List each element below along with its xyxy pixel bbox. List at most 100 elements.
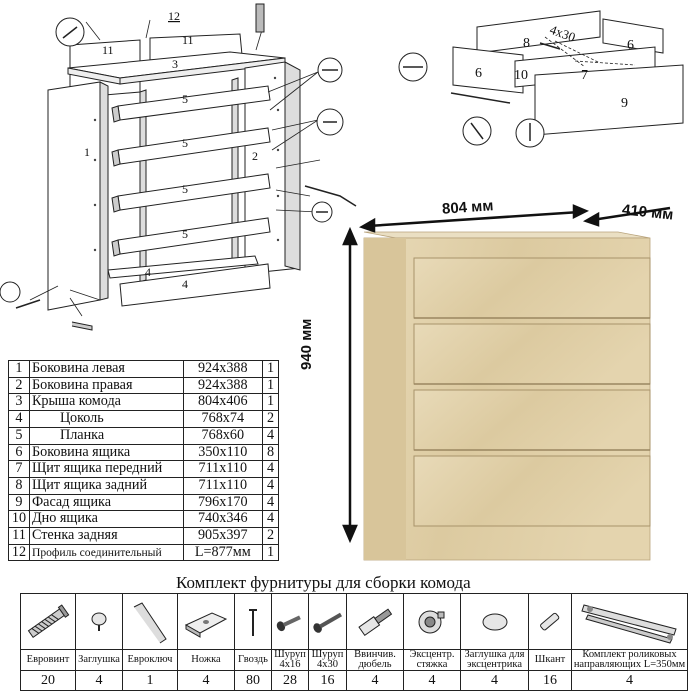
height-dimension: 940 мм <box>298 318 315 370</box>
part-name: Цоколь <box>28 410 184 428</box>
svg-text:6: 6 <box>475 66 482 81</box>
svg-text:4: 4 <box>182 277 188 291</box>
svg-text:5: 5 <box>182 227 188 241</box>
hardware-label-line: 4х30 <box>317 659 338 670</box>
hardware-label-line: Шкант <box>534 654 566 665</box>
hardware-icon-cell <box>403 593 461 650</box>
svg-text:8: 8 <box>523 36 530 51</box>
roller-guides-icon <box>572 599 687 645</box>
part-name: Боковина левая <box>28 360 184 378</box>
part-size: 350х110 <box>182 443 264 462</box>
hardware-label: Евровинт <box>20 649 76 671</box>
hardware-qty: 80 <box>234 670 272 691</box>
hardware-label-line: 4х16 <box>279 659 301 670</box>
hardware-qty: 4 <box>460 670 529 691</box>
svg-text:2: 2 <box>252 149 258 163</box>
part-number: 6 <box>8 443 30 462</box>
hardware-label: Гвоздь <box>234 649 272 671</box>
part-number: 12 <box>8 543 30 562</box>
hardware-qty: 4 <box>177 670 235 691</box>
nail-icon <box>235 604 271 640</box>
screw-small-icon <box>272 610 308 634</box>
svg-text:5: 5 <box>182 92 188 106</box>
hardware-label: Евроключ <box>122 649 178 671</box>
hardware-label-line: Евроключ <box>127 654 173 665</box>
hardware-icon-cell <box>308 593 347 650</box>
hardware-icon-cell <box>571 593 688 650</box>
part-name: Планка <box>28 426 184 445</box>
hardware-icon-cell <box>234 593 272 650</box>
svg-text:5: 5 <box>182 182 188 196</box>
hardware-label-line: Заглушка <box>78 654 120 665</box>
part-size: 711х110 <box>182 476 264 495</box>
part-qty: 1 <box>262 360 279 378</box>
hex-key-icon <box>123 599 177 645</box>
hardware-icon-cell <box>177 593 235 650</box>
hardware-qty: 4 <box>403 670 461 691</box>
hardware-qty: 4 <box>75 670 123 691</box>
part-size: 711х110 <box>182 460 264 478</box>
drawer-diagram: 8 4x30 6 6 10 7 9 <box>398 10 684 148</box>
part-size: 924х388 <box>182 360 264 378</box>
part-qty: 2 <box>262 527 279 545</box>
part-number: 9 <box>8 493 30 512</box>
hardware-qty: 1 <box>122 670 178 691</box>
hardware-label-line: Ввинчив. <box>354 649 396 660</box>
part-number: 7 <box>8 460 30 478</box>
part-size: 905х397 <box>182 527 264 545</box>
part-number: 3 <box>8 393 30 412</box>
part-qty: 2 <box>262 410 279 428</box>
hardware-qty: 4 <box>571 670 688 691</box>
part-name: Щит ящика передний <box>28 460 184 478</box>
part-size: L=877мм <box>182 543 264 562</box>
part-number: 10 <box>8 510 30 529</box>
hardware-label-line: Шуруп <box>311 649 344 660</box>
part-name: Фасад ящика <box>28 493 184 512</box>
eurovint-icon <box>21 602 75 642</box>
eccentric-cap-icon <box>461 610 528 634</box>
hardware-label: Ножка <box>177 649 235 671</box>
part-number: 1 <box>8 360 30 378</box>
hardware-label-line: направляющих L=350мм <box>573 659 686 670</box>
cap-icon <box>76 607 122 637</box>
hardware-qty: 4 <box>346 670 404 691</box>
dowel-icon <box>347 604 403 640</box>
hardware-label: Ввинчив.дюбель <box>346 649 404 671</box>
screw-large-icon <box>309 609 346 635</box>
part-name: Боковина правая <box>28 376 184 395</box>
hardware-label-line: дюбель <box>358 659 392 670</box>
part-name: Дно ящика <box>28 510 184 529</box>
part-size: 804х406 <box>182 393 264 412</box>
part-qty: 1 <box>262 393 279 412</box>
part-qty: 4 <box>262 460 279 478</box>
part-size: 740х346 <box>182 510 264 529</box>
hardware-qty: 16 <box>308 670 347 691</box>
width-dimension: 804 мм <box>441 197 494 218</box>
hardware-label-line: Заглушка для <box>464 649 525 660</box>
svg-text:6: 6 <box>627 38 634 53</box>
part-name: Щит ящика задний <box>28 476 184 495</box>
hardware-qty: 16 <box>528 670 572 691</box>
part-qty: 1 <box>262 376 279 395</box>
drawer-back-panel <box>476 10 601 54</box>
hardware-icon-cell <box>528 593 572 650</box>
hardware-label-line: Евровинт <box>26 654 70 665</box>
hardware-icon-cell <box>460 593 529 650</box>
assembly-diagram: 12 11 11 3 5 5 5 5 1 2 4 4 <box>0 3 357 331</box>
svg-text:11: 11 <box>102 43 114 57</box>
svg-text:4: 4 <box>145 265 151 279</box>
hardware-label-line: Ножка <box>191 654 221 665</box>
part-name: Крыша комода <box>28 393 184 412</box>
